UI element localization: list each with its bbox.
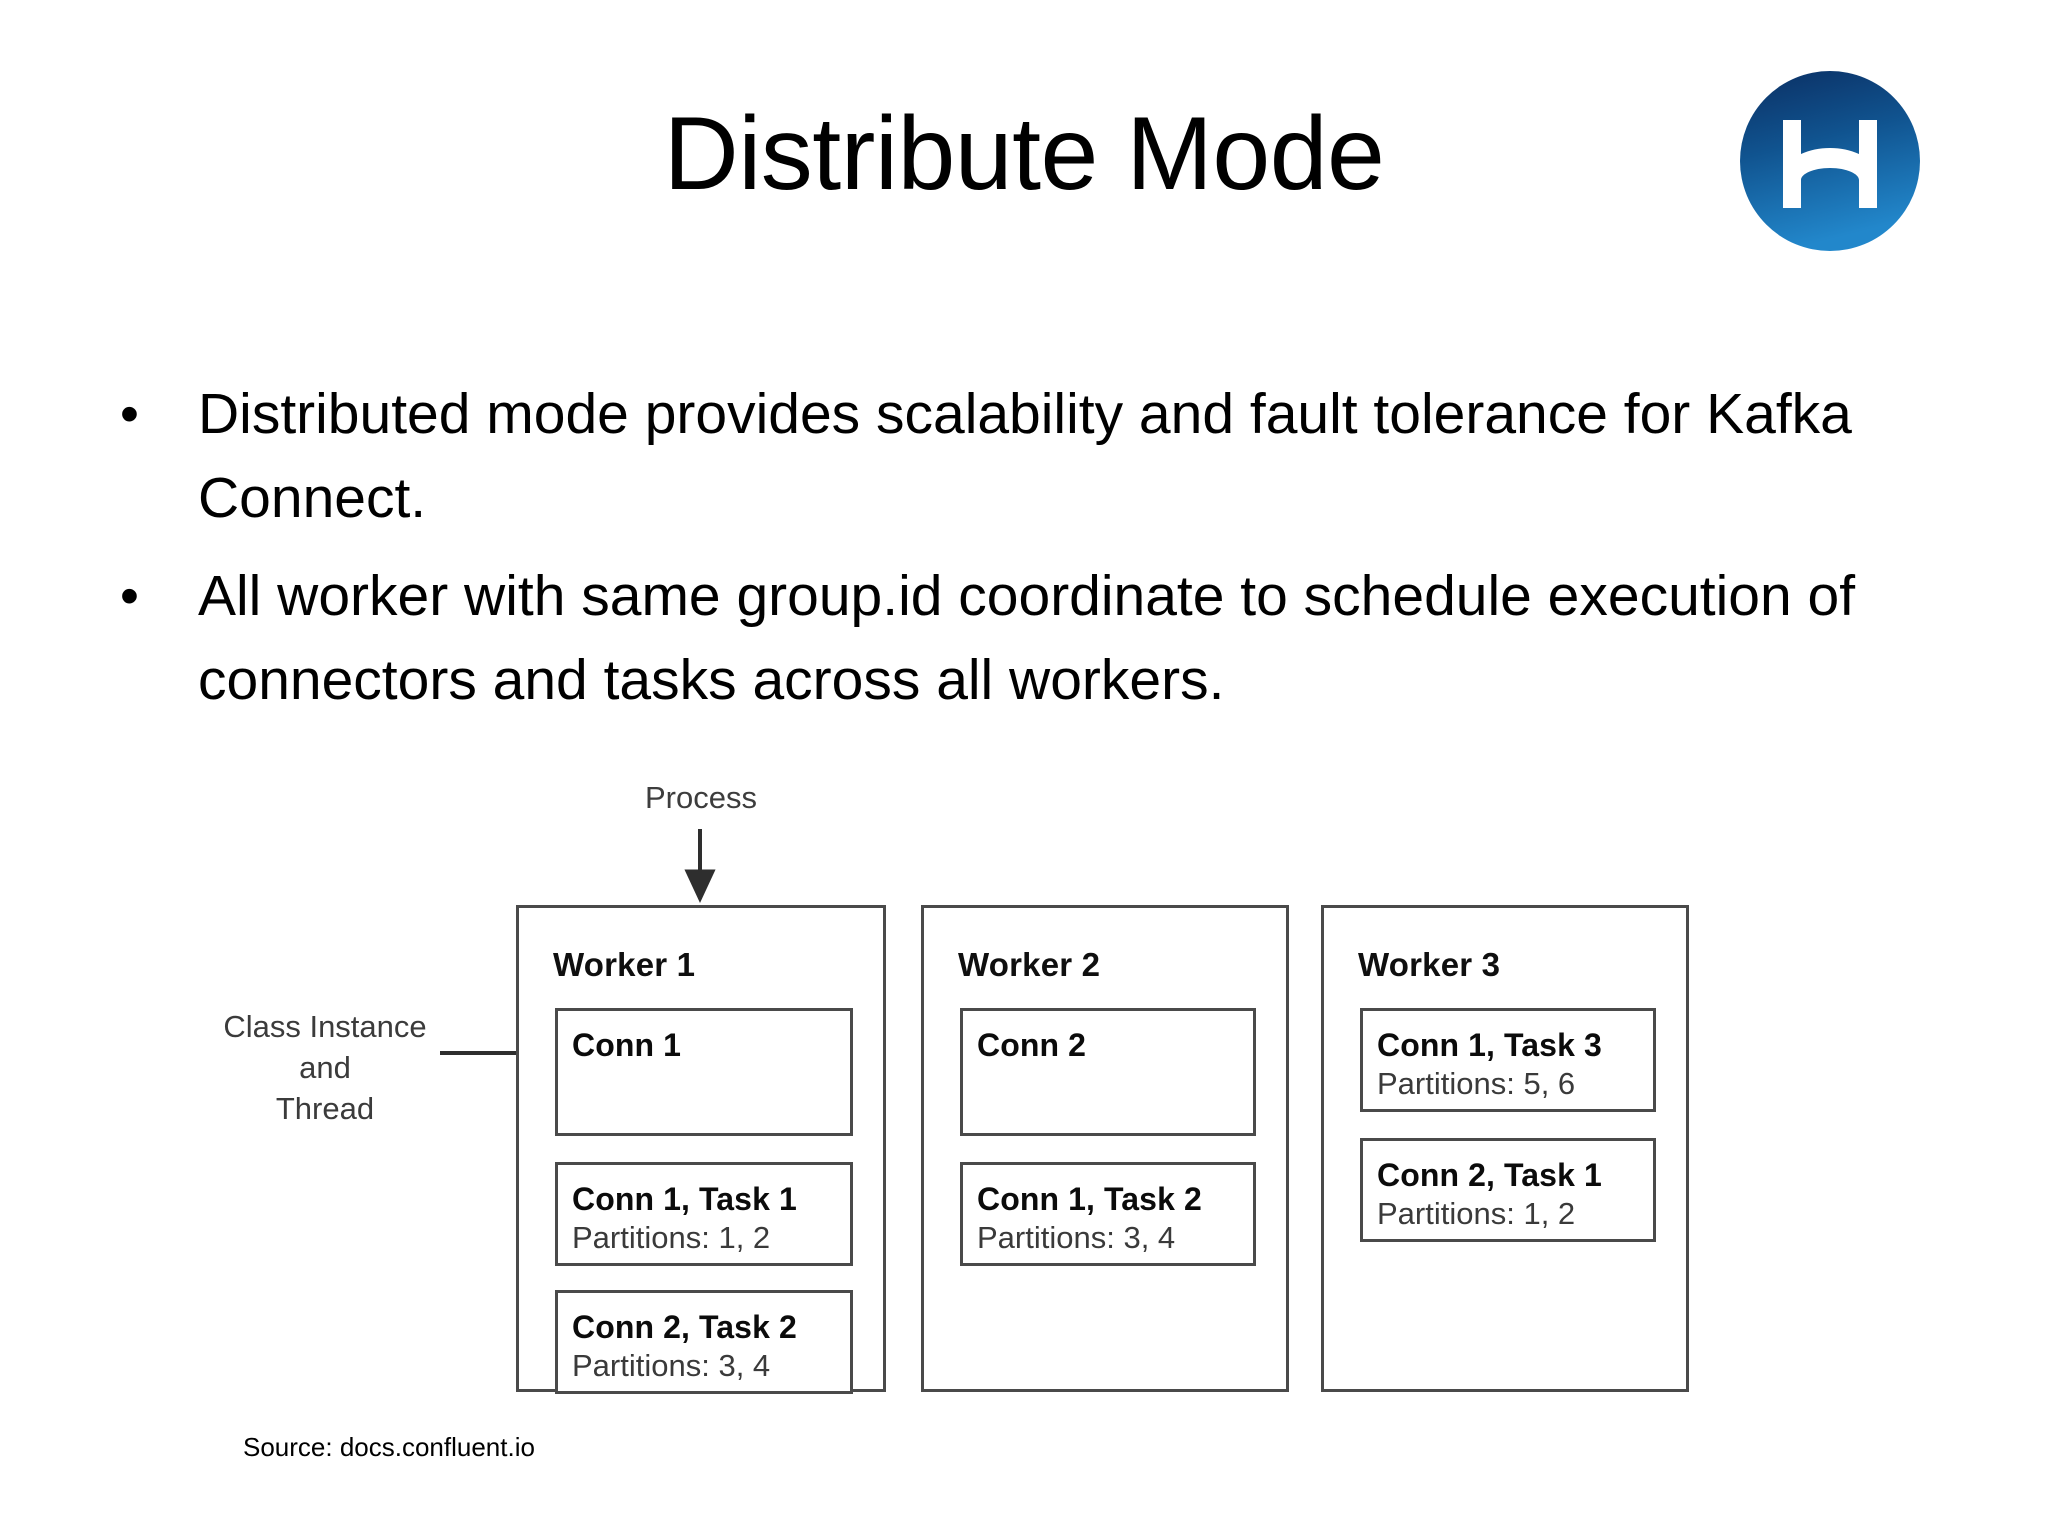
class-instance-line-2: and bbox=[299, 1050, 351, 1085]
conn-box-w2-conn1-task2[interactable]: Conn 1, Task 2 Partitions: 3, 4 bbox=[960, 1162, 1256, 1266]
class-instance-line-1: Class Instance bbox=[223, 1009, 427, 1044]
conn-box-title: Conn 2 bbox=[977, 1027, 1087, 1063]
conn-box-title: Conn 2, Task 2 bbox=[572, 1309, 797, 1345]
worker-title-1: Worker 1 bbox=[553, 946, 696, 983]
bullet-item-1: • Distributed mode provides scalability … bbox=[110, 372, 1940, 540]
conn-box-partitions: Partitions: 5, 6 bbox=[1377, 1066, 1576, 1101]
conn-box-partitions: Partitions: 3, 4 bbox=[572, 1348, 771, 1383]
worker-box-1[interactable]: Worker 1 Conn 1 Conn 1, Task 1 Partition… bbox=[516, 905, 886, 1394]
conn-box-w1-conn2-task2[interactable]: Conn 2, Task 2 Partitions: 3, 4 bbox=[555, 1290, 853, 1394]
class-instance-line-3: Thread bbox=[275, 1091, 375, 1126]
conn-box-w1-conn1[interactable]: Conn 1 bbox=[555, 1008, 853, 1136]
worker-title-2: Worker 2 bbox=[958, 946, 1101, 983]
conn-box-w1-conn1-task1[interactable]: Conn 1, Task 1 Partitions: 1, 2 bbox=[555, 1162, 853, 1266]
bullet-text-1: Distributed mode provides scalability an… bbox=[198, 382, 1852, 530]
conn-box-partitions: Partitions: 3, 4 bbox=[977, 1220, 1176, 1255]
bullet-text-2: All worker with same group.id coordinate… bbox=[198, 564, 1856, 712]
bullet-marker-icon: • bbox=[120, 566, 139, 626]
conn-box-title: Conn 1, Task 3 bbox=[1377, 1027, 1602, 1063]
worker-title-3: Worker 3 bbox=[1358, 946, 1501, 983]
conn-box-title: Conn 1, Task 2 bbox=[977, 1181, 1202, 1217]
bookmark-w-logo-icon bbox=[1737, 68, 1923, 254]
conn-box-w3-conn1-task3[interactable]: Conn 1, Task 3 Partitions: 5, 6 bbox=[1360, 1008, 1656, 1112]
page-title: Distribute Mode bbox=[663, 96, 1385, 212]
process-label: Process bbox=[645, 780, 757, 815]
worker-box-3[interactable]: Worker 3 Conn 1, Task 3 Partitions: 5, 6… bbox=[1321, 905, 1689, 1392]
bullet-list: • Distributed mode provides scalability … bbox=[110, 372, 1940, 736]
conn-box-partitions: Partitions: 1, 2 bbox=[1377, 1196, 1576, 1231]
class-instance-and-thread-label: Class Instance and Thread bbox=[205, 1006, 445, 1129]
bullet-marker-icon: • bbox=[120, 384, 139, 444]
worker-box-2[interactable]: Worker 2 Conn 2 Conn 1, Task 2 Partition… bbox=[921, 905, 1289, 1392]
bullet-item-2: • All worker with same group.id coordina… bbox=[110, 554, 1940, 722]
conn-box-title: Conn 2, Task 1 bbox=[1377, 1157, 1602, 1193]
conn-box-partitions: Partitions: 1, 2 bbox=[572, 1220, 771, 1255]
conn-box-title: Conn 1 bbox=[572, 1027, 682, 1063]
conn-box-title: Conn 1, Task 1 bbox=[572, 1181, 797, 1217]
conn-box-w3-conn2-task1[interactable]: Conn 2, Task 1 Partitions: 1, 2 bbox=[1360, 1138, 1656, 1242]
conn-box-w2-conn2[interactable]: Conn 2 bbox=[960, 1008, 1256, 1136]
source-caption: Source: docs.confluent.io bbox=[243, 1432, 535, 1462]
